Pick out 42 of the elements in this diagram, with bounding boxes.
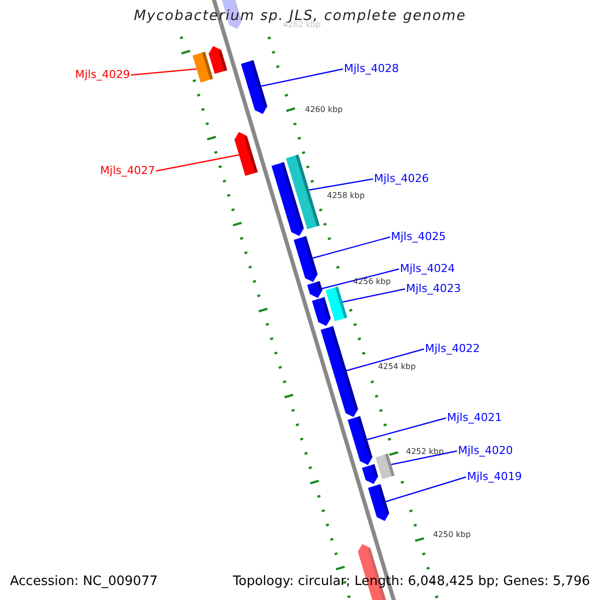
leader-line: [308, 178, 374, 191]
scale-label: 4254 kbp: [378, 362, 416, 372]
gene-bar: [272, 162, 304, 236]
leader-line: [322, 268, 400, 290]
leader-line: [261, 68, 344, 87]
gene-label: Mjls_4028: [344, 62, 399, 75]
leader-line: [386, 476, 466, 502]
scale-label: 4252 kbp: [406, 447, 444, 457]
gene-bar: [307, 281, 322, 298]
scale-label: 4258 kbp: [327, 191, 365, 201]
gene-bar: [362, 464, 378, 484]
gene-bar: [240, 60, 268, 114]
gene-label: Mjls_4024: [400, 262, 455, 275]
scale-label: 4260 kbp: [305, 105, 343, 115]
gene-label: Mjls_4021: [447, 411, 502, 424]
leader-line: [346, 348, 424, 372]
accession-text: Accession: NC_009077: [10, 575, 158, 588]
scale-label: 4262 kbp: [283, 20, 321, 30]
gene-label: Mjls_4025: [391, 230, 446, 243]
gene-label: Mjls_4020: [458, 444, 513, 457]
gene-bar: [320, 326, 358, 417]
leader-line: [366, 417, 446, 440]
gene-bar: [348, 416, 372, 465]
gene-label: Mjls_4026: [374, 172, 429, 185]
leader-line: [312, 236, 390, 259]
leader-line: [130, 68, 197, 76]
gene-bar: [208, 46, 228, 74]
leader-line: [342, 288, 406, 303]
gene-bar: [294, 236, 318, 282]
map-title: Mycobacterium sp. JLS, complete genome: [132, 10, 468, 23]
gene-bar: [192, 52, 214, 82]
gene-label: Mjls_4019: [467, 470, 522, 483]
leader-line: [391, 450, 458, 466]
gene-label: Mjls_4022: [425, 342, 480, 355]
gene-label: Mjls_4029: [75, 68, 130, 81]
gene-bar: [234, 132, 258, 176]
gene-label: Mjls_4027: [100, 164, 155, 177]
scale-label: 4250 kbp: [433, 530, 471, 540]
gene-label: Mjls_4023: [406, 282, 461, 295]
leader-line: [156, 154, 240, 172]
scale-label: 4256 kbp: [353, 277, 391, 287]
gene-bar: [376, 454, 395, 480]
